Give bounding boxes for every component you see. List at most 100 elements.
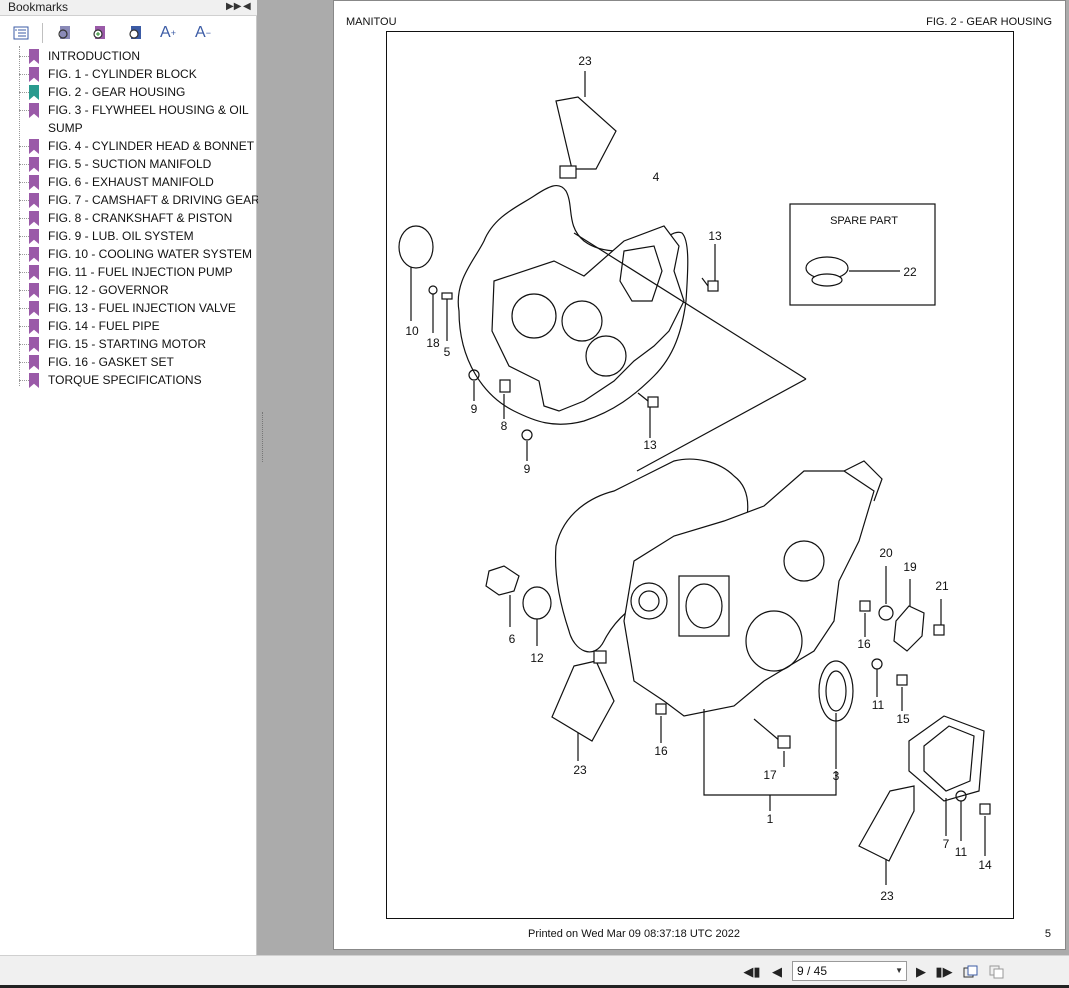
sealant-tube-top-nozzle — [559, 165, 577, 179]
bookmark-item[interactable]: FIG. 2 - GEAR HOUSING — [15, 84, 255, 102]
bookmark-label: FIG. 14 - FUEL PIPE — [48, 319, 160, 333]
gasket-upper — [457, 184, 689, 425]
bookmark-item[interactable]: FIG. 10 - COOLING WATER SYSTEM — [15, 246, 255, 264]
bookmark-item[interactable]: FIG. 12 - GOVERNOR — [15, 282, 255, 300]
bookmark-label: SUMP — [48, 121, 83, 135]
callout-20: 20 — [879, 546, 893, 560]
bookmark-item[interactable]: FIG. 16 - GASKET SET — [15, 354, 255, 372]
tree-connector — [19, 146, 31, 147]
bookmark-label: FIG. 3 - FLYWHEEL HOUSING & OIL — [48, 103, 249, 117]
bookmark-item[interactable]: SUMP — [15, 120, 255, 138]
bookmark-icon — [29, 211, 39, 226]
font-increase-button[interactable]: A+ — [160, 24, 176, 41]
bookmark-item[interactable]: INTRODUCTION — [15, 48, 255, 66]
bookmark-icon — [29, 139, 39, 154]
callout-14: 14 — [978, 858, 992, 872]
bookmark-item[interactable]: FIG. 13 - FUEL INJECTION VALVE — [15, 300, 255, 318]
plate-hole-2 — [561, 300, 603, 342]
callout-22: 22 — [903, 265, 917, 279]
bookmark-label: FIG. 1 - CYLINDER BLOCK — [48, 67, 197, 81]
callout-10: 10 — [405, 324, 419, 338]
o-ring-10 — [398, 225, 434, 269]
bookmark-icon — [29, 265, 39, 280]
bookmark-icon — [29, 175, 39, 190]
window-bottom-edge — [0, 985, 1069, 988]
tree-connector — [19, 344, 31, 345]
callout-5: 5 — [444, 345, 451, 359]
bookmark-icon — [29, 247, 39, 262]
tree-connector — [19, 74, 31, 75]
front-plate — [491, 225, 685, 412]
next-page-icon[interactable]: ▶ — [916, 964, 926, 979]
callout-8: 8 — [501, 419, 508, 433]
next-view-icon[interactable] — [988, 963, 1006, 981]
previous-view-icon[interactable] — [962, 963, 980, 981]
callout-17: 17 — [763, 768, 777, 782]
toolbar-separator — [42, 23, 43, 43]
bookmark-icon — [29, 283, 39, 298]
font-decrease-button[interactable]: A− — [195, 24, 211, 41]
bookmark-item[interactable]: FIG. 4 - CYLINDER HEAD & BONNET — [15, 138, 255, 156]
bookmark-label: FIG. 6 - EXHAUST MANIFOLD — [48, 175, 214, 189]
bookmark-label: FIG. 15 - STARTING MOTOR — [48, 337, 207, 351]
bookmark-item[interactable]: FIG. 1 - CYLINDER BLOCK — [15, 66, 255, 84]
bookmark-item[interactable]: TORQUE SPECIFICATIONS — [15, 372, 255, 390]
previous-page-icon[interactable]: ◀ — [772, 964, 782, 979]
tree-connector — [19, 272, 31, 273]
callout-4: 4 — [653, 170, 660, 184]
bookmark-item[interactable]: FIG. 8 - CRANKSHAFT & PISTON — [15, 210, 255, 228]
tree-connector — [19, 200, 31, 201]
callout-11-bottom: 11 — [955, 845, 968, 859]
bookmark-item[interactable]: FIG. 14 - FUEL PIPE — [15, 318, 255, 336]
collapse-panel-icon[interactable]: ◀ — [243, 1, 251, 12]
font-increase-label: A — [160, 24, 171, 41]
tree-connector — [19, 110, 31, 111]
bookmark-item[interactable]: FIG. 6 - EXHAUST MANIFOLD — [15, 174, 255, 192]
bookmark-icon — [29, 193, 39, 208]
tree-connector — [19, 326, 31, 327]
tree-connector — [19, 56, 31, 57]
bookmark-item[interactable]: FIG. 11 - FUEL INJECTION PUMP — [15, 264, 255, 282]
expand-panel-icon[interactable]: ▶▶ — [226, 1, 242, 12]
bookmark-label: FIG. 2 - GEAR HOUSING — [48, 85, 186, 99]
page-indicator: 9 / 45 — [797, 964, 828, 978]
bookmark-options-icon[interactable] — [10, 22, 32, 44]
page-header-left: MANITOU — [346, 16, 397, 28]
callout-16-right: 16 — [857, 637, 871, 651]
find-bookmark-icon[interactable] — [124, 22, 146, 44]
tree-connector — [19, 46, 20, 386]
splitter-grip[interactable] — [262, 412, 264, 462]
bookmark-icon — [29, 319, 39, 334]
bookmark-label: FIG. 4 - CYLINDER HEAD & BONNET — [48, 139, 255, 153]
bookmark-item[interactable]: FIG. 15 - STARTING MOTOR — [15, 336, 255, 354]
plate-cutout — [619, 245, 663, 302]
callout-16-left: 16 — [654, 744, 668, 758]
bookmarks-title: Bookmarks — [8, 0, 69, 14]
bookmark-label: FIG. 11 - FUEL INJECTION PUMP — [48, 265, 233, 279]
bookmark-item[interactable]: FIG. 9 - LUB. OIL SYSTEM — [15, 228, 255, 246]
panel-splitter[interactable] — [258, 0, 333, 955]
callout-1: 1 — [767, 812, 774, 826]
gear-housing — [623, 470, 875, 717]
tree-connector — [19, 362, 31, 363]
last-page-icon[interactable]: ▮▶ — [935, 964, 953, 979]
drawing-frame — [386, 31, 1014, 919]
chevron-down-icon: ▼ — [895, 966, 903, 975]
bookmark-item[interactable]: FIG. 5 - SUCTION MANIFOLD — [15, 156, 255, 174]
bookmark-label: FIG. 5 - SUCTION MANIFOLD — [48, 157, 212, 171]
bookmark-item[interactable]: FIG. 7 - CAMSHAFT & DRIVING GEAR — [15, 192, 260, 210]
sealant-tube-top — [555, 96, 617, 170]
bookmark-label: FIG. 7 - CAMSHAFT & DRIVING GEAR — [48, 193, 260, 207]
callout-18: 18 — [426, 336, 440, 350]
expand-all-bookmarks-icon[interactable] — [53, 22, 75, 44]
page-navigation-bar: ◀▮ ◀ 9 / 45 ▼ ▶ ▮▶ — [0, 955, 1069, 988]
add-bookmark-icon[interactable] — [88, 22, 110, 44]
first-page-icon[interactable]: ◀▮ — [743, 964, 761, 979]
bookmark-item[interactable]: FIG. 3 - FLYWHEEL HOUSING & OIL — [15, 102, 255, 120]
bookmark-icon — [29, 229, 39, 244]
page-number-select[interactable]: 9 / 45 ▼ — [792, 961, 907, 981]
callout-12: 12 — [530, 651, 544, 665]
bookmark-icon — [29, 337, 39, 352]
tree-connector — [19, 290, 31, 291]
callout-6: 6 — [509, 632, 516, 646]
